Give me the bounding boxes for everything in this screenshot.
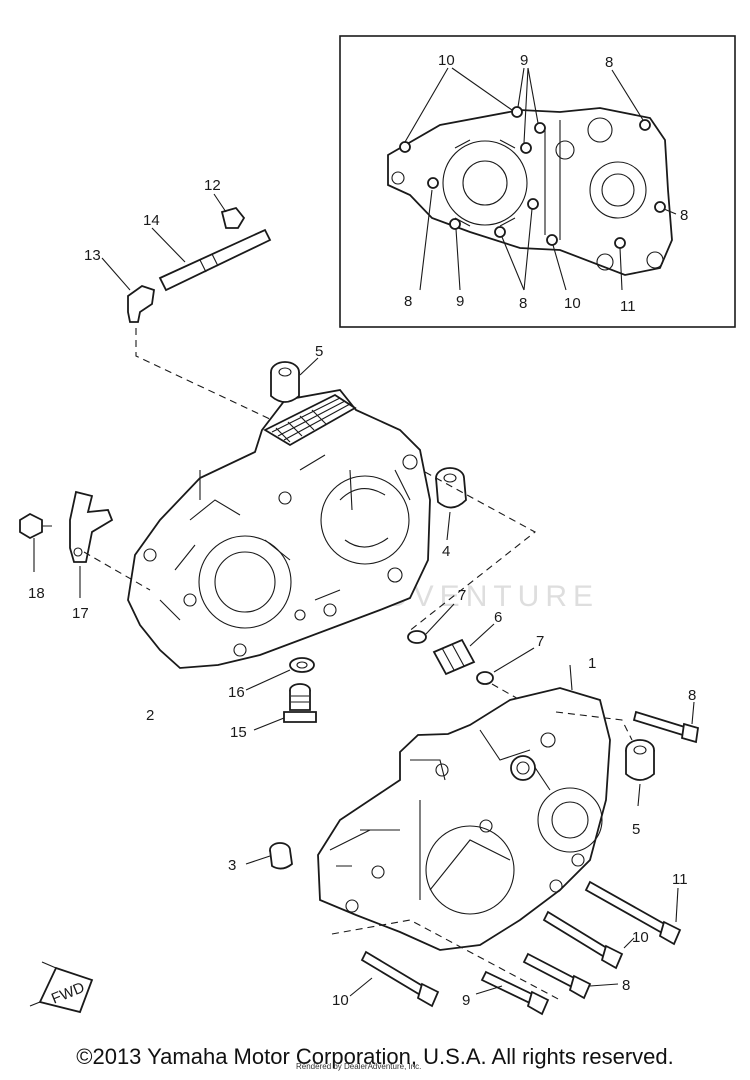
part-15-drain-plug <box>253 683 317 731</box>
inset-crankcase-left-view <box>387 106 673 276</box>
part-11-long-bolt <box>584 880 682 946</box>
callout-inset-8b: 8 <box>680 207 688 224</box>
callout-8-upper: 8 <box>688 687 696 704</box>
part-7-o-ring-lower <box>476 647 535 685</box>
callout-10-right: 10 <box>632 929 649 946</box>
callout-inset-8a: 8 <box>605 54 613 71</box>
callout-8-lower: 8 <box>622 977 630 994</box>
callout-2: 2 <box>146 707 154 724</box>
render-credit: Rendered by DealerAdventure, Inc. <box>296 1062 422 1071</box>
callout-7-upper: 7 <box>458 587 466 604</box>
part-9-bolt <box>475 970 550 1016</box>
part-13-hose-elbow <box>101 257 155 323</box>
part-8-bolt-upper <box>632 701 700 744</box>
callout-inset-10b: 10 <box>564 295 581 312</box>
callout-labels: 10 9 8 8 8 9 8 10 11 12 13 14 5 4 18 17 … <box>28 52 696 1009</box>
part-17-bracket <box>69 490 151 598</box>
callout-4: 4 <box>442 543 450 560</box>
part-5-bushing-lower <box>625 739 655 807</box>
part-6-collar <box>432 623 495 676</box>
callout-13: 13 <box>84 247 101 264</box>
callout-inset-11: 11 <box>620 298 636 315</box>
part-8-bolt-lower <box>522 952 619 1000</box>
callout-12: 12 <box>204 177 221 194</box>
part-4-bushing <box>435 467 467 541</box>
callout-inset-9a: 9 <box>520 52 528 69</box>
callout-10-left: 10 <box>332 992 349 1009</box>
part-18-bolt <box>19 512 52 572</box>
part-10-bolt-left <box>349 950 440 1008</box>
part-1-right-crankcase <box>317 664 611 951</box>
callout-14: 14 <box>143 212 160 229</box>
part-7-o-ring-upper <box>407 603 455 644</box>
callout-inset-8c: 8 <box>404 293 412 310</box>
fwd-direction-arrow: FWD <box>29 961 94 1014</box>
copyright-notice: ©2013 Yamaha Motor Corporation, U.S.A. A… <box>76 1044 674 1069</box>
callout-7-lower: 7 <box>536 633 544 650</box>
part-14-breather-hose <box>151 227 272 292</box>
part-2-left-crankcase <box>127 389 431 669</box>
callout-5-lower: 5 <box>632 821 640 838</box>
part-5-bushing-top <box>270 357 319 403</box>
callout-5-upper: 5 <box>315 343 323 360</box>
callout-9: 9 <box>462 992 470 1009</box>
inset-panel <box>339 35 736 328</box>
callout-6: 6 <box>494 609 502 626</box>
callout-15: 15 <box>230 724 247 741</box>
part-12-clip <box>213 193 246 229</box>
callout-17: 17 <box>72 605 89 622</box>
crankcase-exploded-diagram: ADVENTURE <box>19 35 736 1016</box>
callout-16: 16 <box>228 684 245 701</box>
callout-11: 11 <box>672 871 688 888</box>
callout-inset-8d: 8 <box>519 295 527 312</box>
part-10-bolt-right <box>542 910 635 970</box>
part-3-dowel-pin <box>245 842 293 870</box>
callout-inset-9b: 9 <box>456 293 464 310</box>
callout-3: 3 <box>228 857 236 874</box>
part-16-washer <box>245 657 315 691</box>
callout-inset-10a: 10 <box>438 52 455 69</box>
callout-18: 18 <box>28 585 45 602</box>
callout-1: 1 <box>588 655 596 672</box>
